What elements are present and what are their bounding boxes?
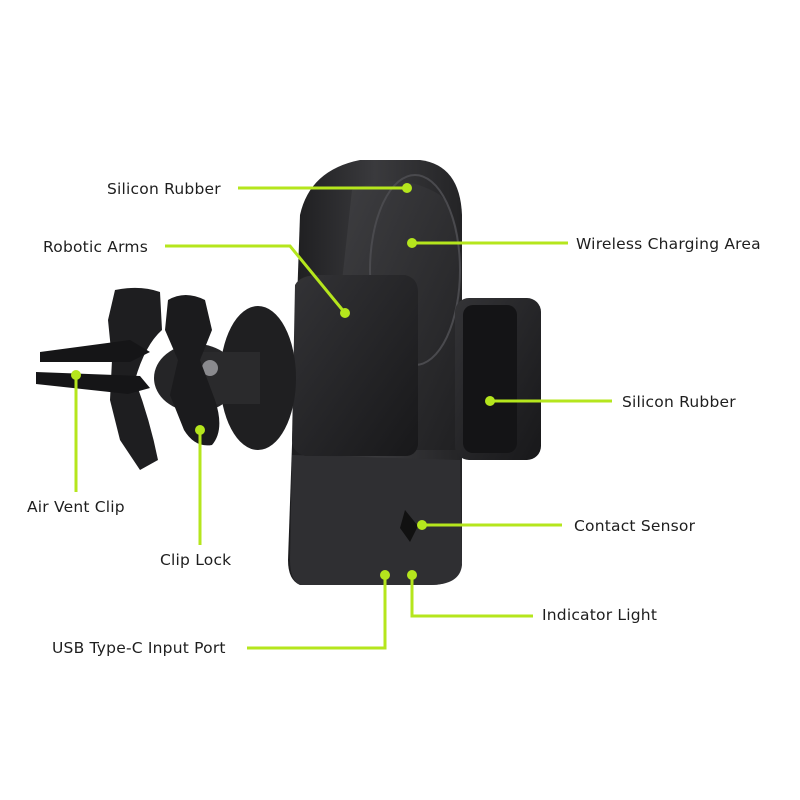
callout-dot-indicator-light [407, 570, 417, 580]
label-indicator-light: Indicator Light [542, 606, 658, 624]
label-clip-lock: Clip Lock [160, 551, 232, 569]
callout-dot-contact-sensor [417, 520, 427, 530]
label-robotic-arms: Robotic Arms [43, 238, 148, 256]
label-silicon-rubber-top: Silicon Rubber [107, 180, 221, 198]
callout-line-robotic-arms [165, 244, 347, 314]
right-arm-rubber [463, 305, 517, 453]
callout-line-indicator-light [410, 575, 533, 618]
callout-dot-robotic-arms [340, 308, 350, 318]
callout-dot-silicon-rubber-right [485, 396, 495, 406]
label-contact-sensor: Contact Sensor [574, 517, 696, 535]
callout-line-usb-port [247, 575, 387, 650]
callout-dot-air-vent-clip [71, 370, 81, 380]
callout-dot-silicon-rubber-top [402, 183, 412, 193]
callout-dots [71, 183, 495, 580]
label-air-vent-clip: Air Vent Clip [27, 498, 125, 516]
callout-dot-clip-lock [195, 425, 205, 435]
vent-clip-prong-top [40, 340, 150, 362]
callout-lines [74, 186, 612, 650]
label-wireless-charging-area: Wireless Charging Area [576, 235, 761, 253]
ball-joint-screw [202, 360, 218, 376]
left-arm [292, 275, 418, 456]
callout-dot-usb-port [380, 570, 390, 580]
holder-lower-section [290, 455, 462, 585]
callout-dot-wireless-charging [407, 238, 417, 248]
clip-lock-knob [165, 295, 220, 446]
label-usb-type-c-input-port: USB Type-C Input Port [52, 639, 226, 657]
contact-sensor [400, 510, 418, 542]
label-silicon-rubber-right: Silicon Rubber [622, 393, 736, 411]
vent-clip-prong-bottom [36, 372, 150, 394]
